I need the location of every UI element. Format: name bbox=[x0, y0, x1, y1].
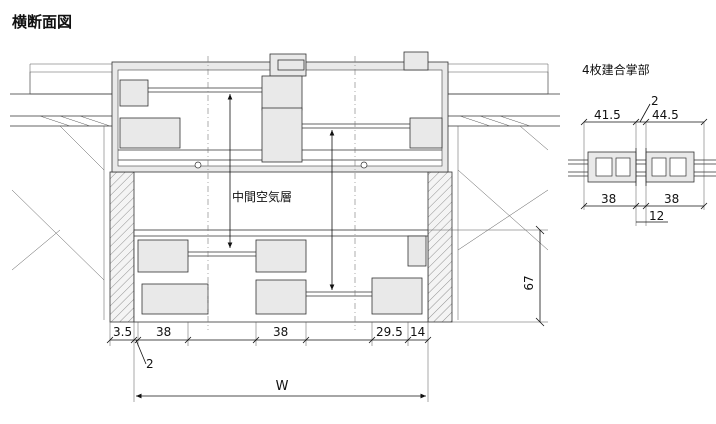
joint-left-width: 41.5 bbox=[594, 108, 621, 122]
joint-detail: 4枚建合掌部 2 41.5 44.5 38 38 12 bbox=[568, 62, 716, 226]
joint-bottom-gap: 12 bbox=[649, 209, 664, 223]
width-dimension bbox=[133, 346, 429, 402]
joint-right-depth: 38 bbox=[664, 192, 679, 206]
air-layer-label: 中間空気層 bbox=[232, 189, 292, 204]
right-wall-jamb bbox=[427, 171, 453, 323]
wall-top-layers bbox=[10, 63, 560, 127]
gap-label: 2 bbox=[146, 357, 154, 371]
joint-top-gap: 2 bbox=[651, 94, 659, 108]
dim-38-left: 38 bbox=[156, 325, 171, 339]
joint-left-depth: 38 bbox=[601, 192, 616, 206]
left-wall-jamb bbox=[109, 171, 135, 323]
outer-window-frame bbox=[111, 51, 449, 173]
dim-29-5: 29.5 bbox=[376, 325, 403, 339]
dim-3-5: 3.5 bbox=[113, 325, 132, 339]
dim-38-center: 38 bbox=[273, 325, 288, 339]
diagonal-braces bbox=[11, 125, 549, 320]
width-label: W bbox=[276, 379, 289, 394]
dim-14: 14 bbox=[410, 325, 425, 339]
bottom-dimension-chain bbox=[106, 322, 432, 365]
joint-title: 4枚建合掌部 bbox=[582, 62, 650, 77]
joint-right-width: 44.5 bbox=[652, 108, 679, 122]
drawing-title: 横断面図 bbox=[12, 13, 72, 31]
main-section: 中間空気層 67 3.5 38 38 29.5 1 bbox=[10, 51, 560, 402]
side-dimension bbox=[428, 225, 548, 327]
side-dimension-label: 67 bbox=[522, 275, 536, 290]
inner-window-frame bbox=[133, 229, 429, 323]
air-layer-arrows bbox=[227, 94, 335, 290]
